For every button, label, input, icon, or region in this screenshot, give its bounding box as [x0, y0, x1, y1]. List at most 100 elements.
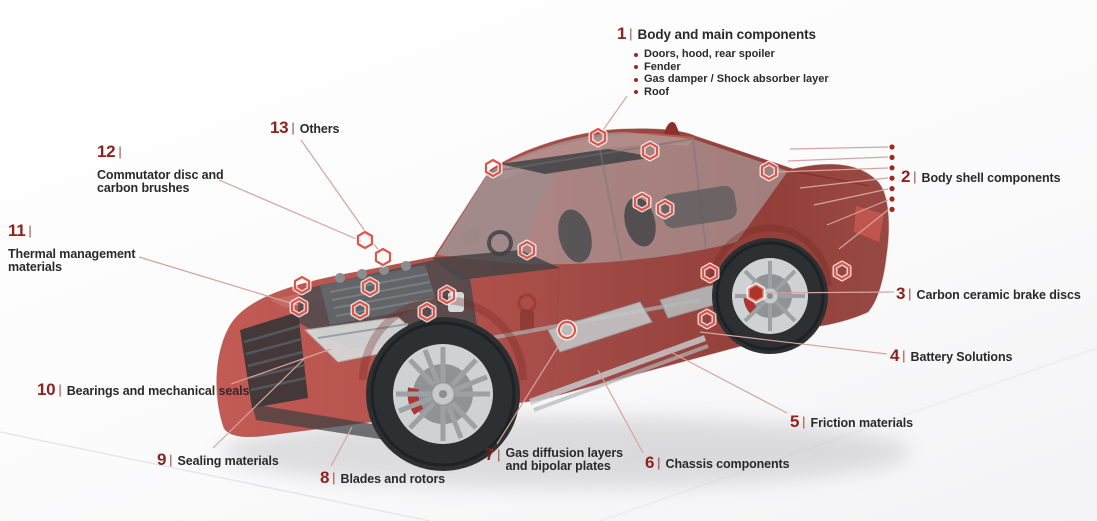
hexagon-marker-icon	[701, 263, 719, 283]
callout-battery-solutions: 4| Battery Solutions	[890, 346, 1012, 366]
hexagon-marker-icon	[438, 285, 456, 305]
bullet-item: Fender	[634, 61, 829, 74]
bullet-item: Gas damper / Shock absorber layer	[634, 73, 829, 86]
bullet-icon	[634, 65, 638, 70]
callout-number: 4	[890, 346, 900, 365]
callout-overlay	[138, 95, 895, 467]
connector-dot	[889, 196, 895, 202]
hexagon-marker-icon	[698, 309, 716, 329]
leader-line	[826, 199, 889, 226]
leader-line	[699, 331, 888, 355]
hexagon-marker-icon	[374, 247, 392, 267]
number-separator: |	[908, 286, 912, 301]
leader-line	[813, 188, 889, 206]
callout-thermal-management-materials: 11| Thermal management materials	[8, 221, 138, 273]
leader-line	[763, 291, 895, 294]
callout-number: 10	[37, 380, 56, 399]
callout-number: 1	[617, 24, 627, 43]
number-separator: |	[629, 26, 633, 41]
callout-number: 6	[645, 453, 655, 472]
number-separator: |	[28, 223, 32, 238]
callout-bearings-and-mechanical-seals: 10| Bearings and mechanical seals	[37, 380, 249, 400]
car-underbody	[479, 279, 739, 412]
leader-line	[789, 146, 889, 150]
leader-line	[664, 348, 788, 414]
callout-body-shell-components: 2|Body shell components	[901, 167, 1061, 187]
callout-number: 8	[320, 468, 330, 487]
bullet-item: Roof	[634, 86, 829, 99]
bullet-icon	[634, 90, 638, 95]
number-separator: |	[657, 455, 661, 470]
number-separator: |	[332, 470, 336, 485]
callout-gas-diffusion-layers: 7| Gas diffusion layers and bipolar plat…	[485, 445, 628, 472]
callout-label: Gas diffusion layers and bipolar plates	[505, 446, 624, 473]
bullet-item: Doors, hood, rear spoiler	[634, 48, 829, 61]
front-wheel	[359, 296, 527, 471]
connector-dot	[889, 186, 895, 192]
hexagon-marker-icon	[760, 161, 778, 181]
callout-number: 2	[901, 167, 911, 186]
leader-line	[138, 256, 298, 306]
callout-others: 13|Others	[270, 118, 340, 138]
bullet-icon	[634, 77, 638, 82]
number-separator: |	[497, 447, 501, 462]
leader-line	[212, 356, 307, 449]
car-interior	[432, 185, 737, 280]
hexagon-marker-icon	[518, 240, 536, 260]
connector-dot	[889, 154, 895, 160]
leader-line	[218, 179, 362, 242]
hexagon-marker-icon	[633, 192, 651, 212]
callout-number: 9	[157, 450, 167, 469]
leader-line	[838, 209, 889, 250]
callout-label: Blades and rotors	[340, 472, 446, 486]
callout-label: Battery Solutions	[910, 350, 1013, 364]
callout-label: Bearings and mechanical seals	[66, 384, 250, 398]
callout-label: Friction materials	[810, 416, 914, 430]
number-separator: |	[58, 382, 62, 397]
callout-body-and-main-components: 1| Body and main components Doors, hood, …	[617, 24, 829, 99]
callout-number: 5	[790, 412, 800, 431]
car-glass	[437, 132, 788, 265]
hexagon-marker-icon	[833, 261, 851, 281]
number-separator: |	[902, 348, 906, 363]
callout-label: Sealing materials	[177, 454, 279, 468]
callout-blades-and-rotors: 8| Blades and rotors	[320, 468, 445, 488]
number-separator: |	[118, 144, 122, 159]
callout-sealing-materials: 9| Sealing materials	[157, 450, 279, 470]
leader-line	[230, 348, 332, 385]
callout-number: 7	[485, 445, 495, 464]
leader-line	[330, 426, 353, 467]
hexagon-marker-icon	[656, 199, 674, 219]
callout-number: 13	[270, 118, 289, 137]
leader-line	[496, 333, 567, 445]
callout-chassis-components: 6|Chassis components	[645, 453, 790, 473]
hexagon-marker-icon	[361, 277, 379, 297]
number-separator: |	[913, 169, 917, 184]
hexagon-marker-icon	[748, 284, 764, 302]
callout-label: Carbon ceramic brake discs	[916, 288, 1081, 302]
connector-dot	[889, 175, 895, 181]
hexagon-marker-icon	[589, 127, 607, 147]
hexagon-marker-icon	[351, 300, 369, 320]
circle-marker-icon	[557, 320, 577, 340]
callout-carbon-ceramic-brake-discs: 3| Carbon ceramic brake discs	[896, 284, 1081, 304]
callout-label: Thermal management materials	[8, 247, 136, 274]
connector-dot	[889, 144, 895, 150]
number-separator: |	[169, 452, 173, 467]
number-separator: |	[802, 414, 806, 429]
leader-line	[787, 156, 889, 162]
hexagon-marker-icon	[356, 230, 374, 250]
callout-commutator-disc-and-carbon-brushes: 12| Commutator disc and carbon brushes	[97, 142, 225, 194]
callout-label: Commutator disc and carbon brushes	[97, 168, 224, 195]
leader-line	[799, 177, 889, 189]
callout-number: 12	[97, 142, 116, 161]
hexagon-marker-icon	[641, 141, 659, 161]
connector-dot	[889, 206, 895, 212]
hexagon-marker-icon	[293, 275, 311, 295]
callout-label: Body and main components	[637, 27, 816, 42]
number-separator: |	[291, 120, 295, 135]
hexagon-marker-icon	[484, 158, 502, 178]
callout-number: 3	[896, 284, 906, 303]
